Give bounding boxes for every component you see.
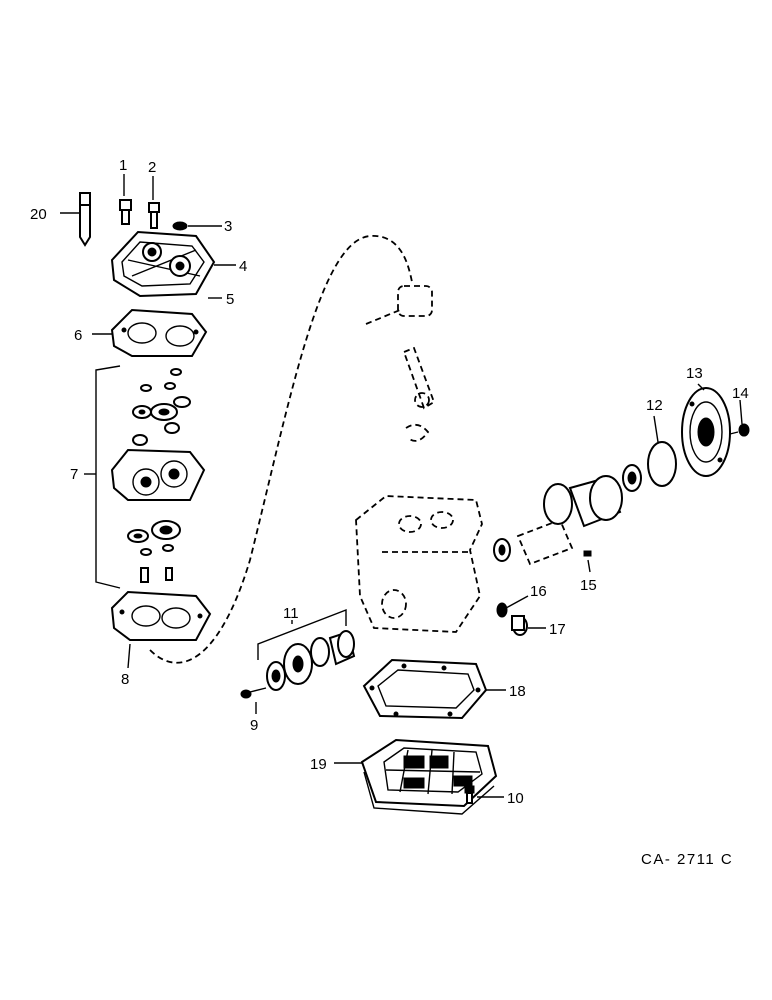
- part-10-screw: [464, 785, 475, 804]
- part-6-head-gasket: [110, 308, 208, 357]
- part-8-plate-gasket: [110, 590, 212, 641]
- callout-20: 20: [30, 206, 47, 223]
- callout-4: 4: [239, 258, 247, 275]
- callout-2: 2: [148, 159, 156, 176]
- part-7-valve-plate-assembly: [95, 365, 206, 589]
- callout-5: 5: [226, 291, 234, 308]
- part-13-seal-plate: [681, 387, 731, 477]
- piston-connecting-rod: [365, 285, 436, 442]
- compressor-body: [355, 495, 483, 633]
- callout-8: 8: [121, 671, 129, 688]
- callout-labels: 1 2 3 4 5 6 7 8 9 10 11 12 13 14 15 16 1…: [30, 157, 749, 807]
- part-9-screw: [240, 687, 267, 699]
- part-12-o-ring: [647, 441, 677, 487]
- callout-19: 19: [310, 756, 327, 773]
- callout-13: 13: [686, 365, 703, 382]
- dashed-reference-line: [149, 235, 413, 664]
- crankshaft: [493, 464, 642, 566]
- callout-17: 17: [549, 621, 566, 638]
- callout-9: 9: [250, 717, 258, 734]
- callout-10: 10: [507, 790, 524, 807]
- callout-1: 1: [119, 157, 127, 174]
- part-4-cylinder-head: [110, 230, 216, 298]
- part-3-washer: [172, 221, 188, 231]
- part-1-bolt: [119, 199, 132, 225]
- part-11-shaft-seal: [257, 608, 356, 691]
- part-20-pin: [79, 192, 91, 247]
- part-2-bolt: [148, 202, 160, 229]
- callout-18: 18: [509, 683, 526, 700]
- drawing-code: CA- 2711 C: [641, 851, 733, 868]
- callout-6: 6: [74, 327, 82, 344]
- part-17-plug: [511, 615, 528, 636]
- part-16-washer: [496, 602, 508, 618]
- part-18-base-gasket: [362, 658, 488, 720]
- callout-7: 7: [70, 466, 78, 483]
- callout-3: 3: [224, 218, 232, 235]
- callout-12: 12: [646, 397, 663, 414]
- callout-14: 14: [732, 385, 749, 402]
- callout-11: 11: [283, 605, 299, 622]
- part-15-key: [583, 550, 592, 557]
- part-14-screw: [729, 423, 750, 437]
- leader-lines: [60, 174, 743, 798]
- callout-16: 16: [530, 583, 547, 600]
- callout-15: 15: [580, 577, 597, 594]
- part-19-base-plate: [360, 738, 498, 815]
